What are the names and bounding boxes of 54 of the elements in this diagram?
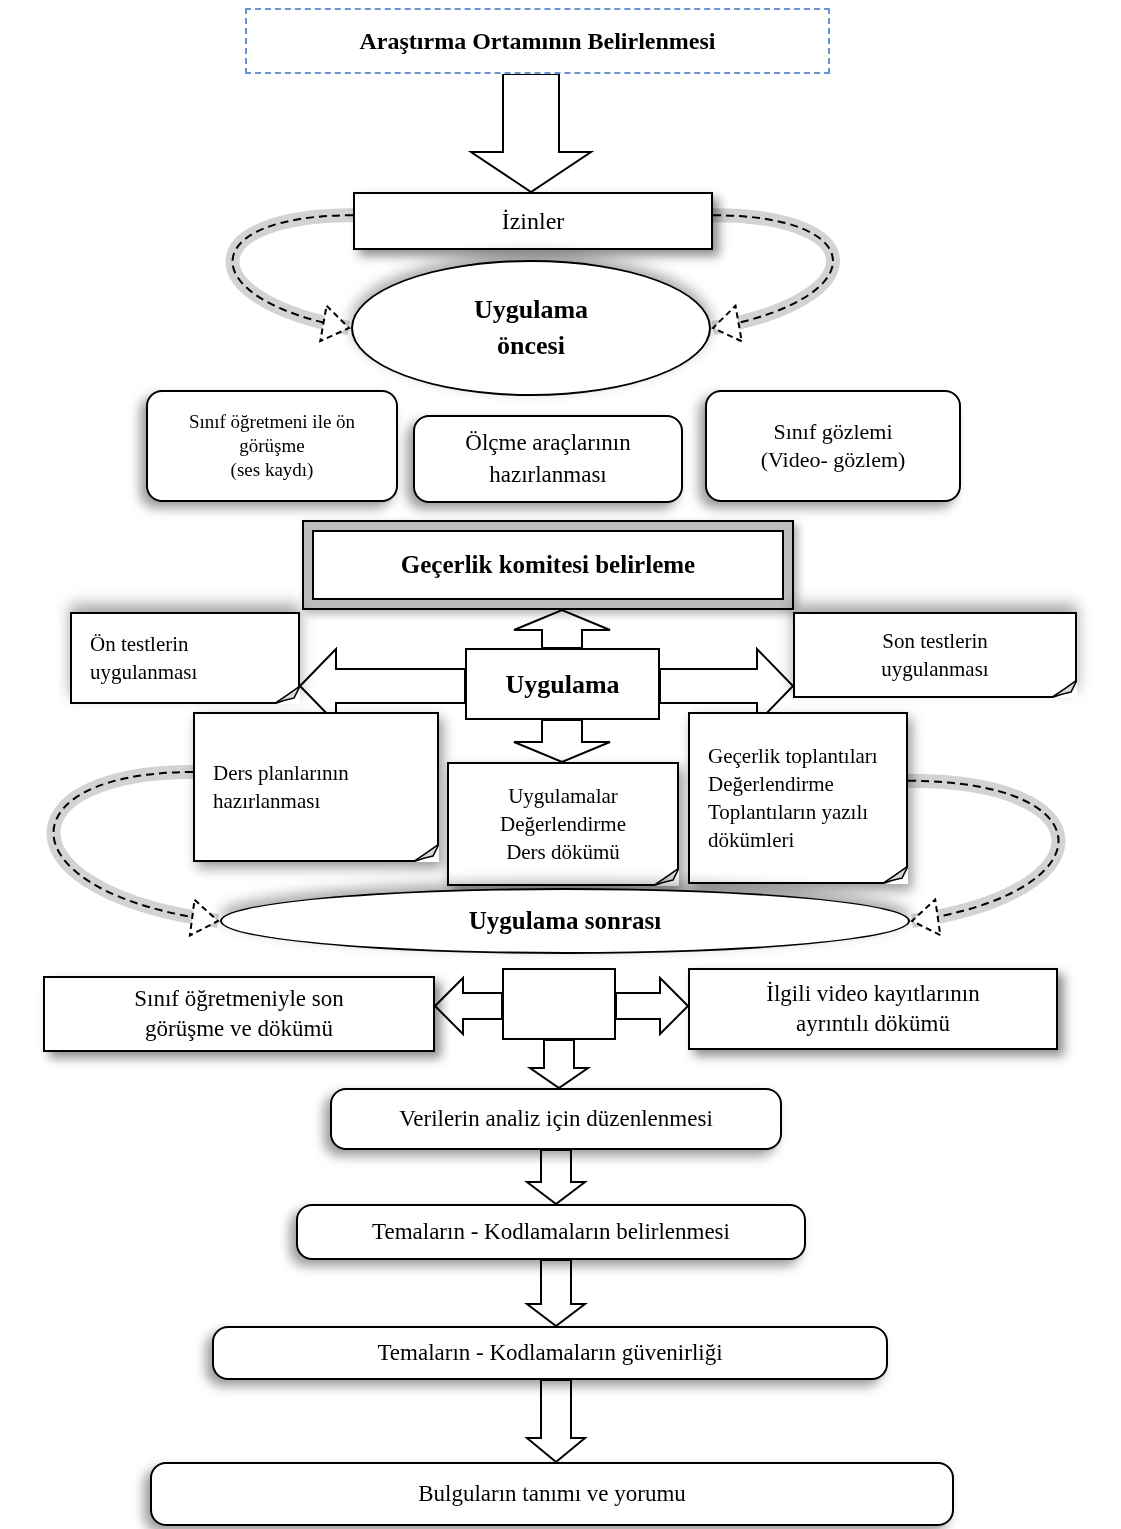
bevel-box bbox=[302, 520, 794, 610]
node-text: Ders dökümü bbox=[505, 839, 621, 866]
node-text: Araştırma Ortamının Belirlenmesi bbox=[359, 27, 716, 56]
node-text: Uygulamalar bbox=[507, 783, 619, 810]
node-text: Bulguların tanımı ve yorumu bbox=[418, 1479, 686, 1508]
block-arrow bbox=[524, 1259, 588, 1328]
note-box bbox=[447, 762, 679, 886]
node-text: Temaların - Kodlamaların belirlenmesi bbox=[372, 1217, 730, 1246]
node-text: Uygulama sonrası bbox=[468, 906, 662, 937]
node-text: Verilerin analiz için düzenlenmesi bbox=[399, 1104, 713, 1133]
block-arrow bbox=[524, 1379, 588, 1464]
rounded-box bbox=[212, 1326, 888, 1380]
process-box bbox=[353, 192, 713, 250]
node-text: Son testlerin uygulanması bbox=[880, 628, 990, 683]
process-box bbox=[43, 976, 435, 1052]
node-text: İlgili video kayıtlarının ayrıntılı dökümü bbox=[765, 980, 981, 1038]
node-text: Değerlendirme bbox=[708, 771, 835, 798]
block-arrow bbox=[467, 73, 595, 194]
block-arrow bbox=[524, 1149, 588, 1206]
rounded-box bbox=[146, 390, 398, 502]
node-text: Ders planlarının hazırlanması bbox=[213, 760, 350, 815]
node-text: Geçerlik toplantıları bbox=[708, 743, 879, 770]
block-arrow bbox=[615, 975, 690, 1037]
rounded-box bbox=[705, 390, 961, 502]
rounded-box bbox=[330, 1088, 782, 1150]
node-text: Uygulama bbox=[505, 668, 620, 701]
node-text: Uygulama öncesi bbox=[472, 294, 590, 362]
note-box bbox=[70, 612, 300, 704]
cross-center-box bbox=[465, 648, 660, 720]
process-box bbox=[688, 968, 1058, 1050]
dashed-title-box bbox=[245, 8, 830, 74]
note-box bbox=[193, 712, 439, 862]
rounded-box bbox=[413, 415, 683, 503]
node-text: Sınıf öğretmeniyle son görüşme ve dökümü bbox=[133, 985, 345, 1043]
rounded-box bbox=[150, 1462, 954, 1526]
node-text: (Video- gözlem) bbox=[760, 446, 906, 474]
note-box bbox=[793, 612, 1077, 698]
node-text: Geçerlik komitesi belirleme bbox=[400, 550, 696, 581]
node-text: Değerlendirme bbox=[499, 811, 627, 838]
block-arrow bbox=[513, 608, 611, 649]
rounded-box bbox=[296, 1204, 806, 1260]
block-arrow bbox=[526, 1039, 592, 1090]
node-text: Sınıf öğretmeni ile ön görüşme bbox=[187, 410, 357, 458]
node-text: Ölçme araçlarının hazırlanması bbox=[464, 429, 632, 489]
note-box bbox=[688, 712, 908, 884]
node-text: (ses kaydı) bbox=[229, 458, 315, 482]
node-text: Sınıf gözlemi bbox=[773, 418, 893, 446]
node-text: Temaların - Kodlamaların güvenirliği bbox=[377, 1338, 723, 1367]
block-arrow bbox=[433, 975, 503, 1037]
node-text: Ön testlerin uygulanması bbox=[90, 631, 199, 686]
hub-box bbox=[502, 968, 616, 1040]
node-text: Toplantıların yazılı dökümleri bbox=[708, 799, 870, 854]
node-text: İzinler bbox=[501, 207, 565, 236]
block-arrow bbox=[513, 719, 611, 764]
